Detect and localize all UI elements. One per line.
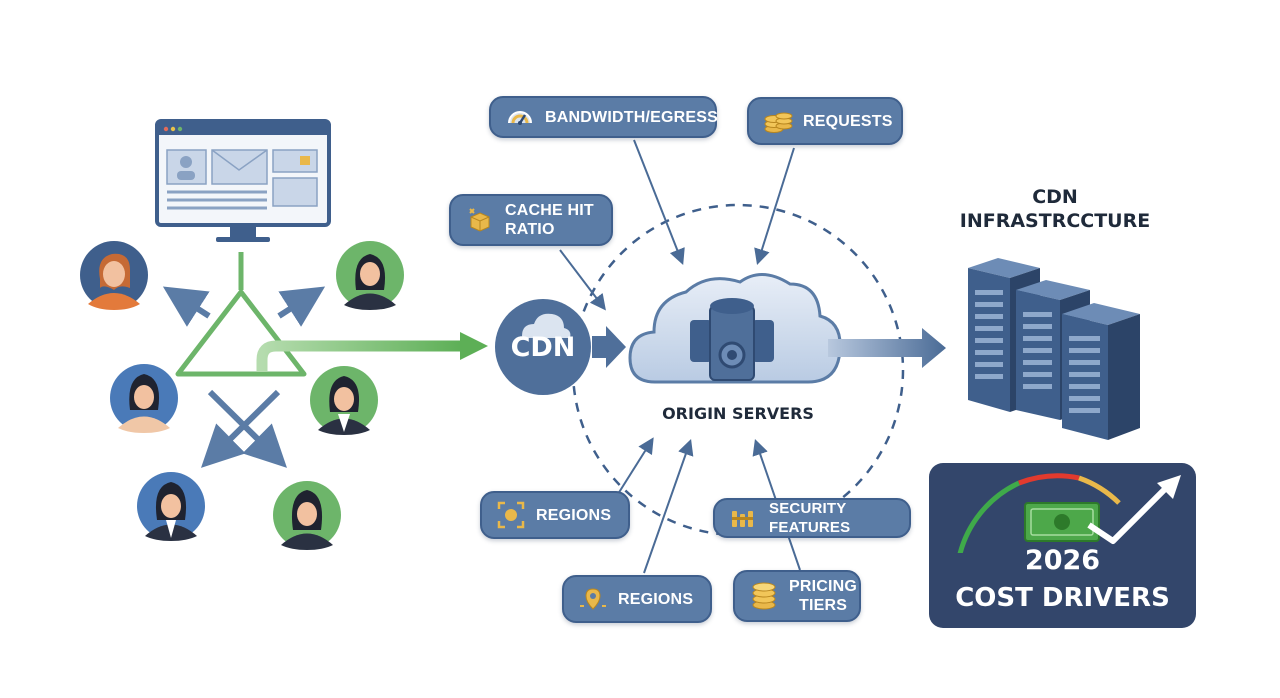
coin-stack-icon bbox=[752, 582, 776, 610]
cache-cube-icon bbox=[469, 208, 490, 232]
user-avatar-6 bbox=[273, 481, 341, 550]
user-routing-arrows bbox=[162, 286, 326, 468]
cost-drivers-year: 2026 bbox=[1024, 545, 1101, 576]
security-features-pill: SECURITY FEATURES bbox=[713, 498, 911, 538]
user-avatar-1 bbox=[80, 241, 148, 310]
routing-triangle-icon bbox=[175, 252, 307, 377]
cache-hit-ratio-line2: RATIO bbox=[505, 221, 555, 238]
cache-hit-ratio-line1: CACHE HIT bbox=[505, 202, 594, 219]
regions-label-2: REGIONS bbox=[618, 590, 694, 608]
requests-pill: REQUESTS bbox=[747, 97, 903, 145]
region-target-icon bbox=[497, 501, 525, 529]
pricing-tiers-line1: PRICING bbox=[789, 578, 858, 595]
bandwidth-egress-label: BANDWIDTH/EGRESS bbox=[545, 108, 718, 126]
origin-servers-label: ORIGIN SERVERS bbox=[662, 404, 814, 423]
requests-label: REQUESTS bbox=[803, 112, 893, 130]
bandwidth-egress-pill: BANDWIDTH/EGRESS bbox=[489, 96, 718, 138]
green-flow-arrow bbox=[256, 340, 462, 372]
user-avatar-5 bbox=[137, 472, 205, 541]
regions-pill-2: REGIONS bbox=[562, 575, 712, 623]
cost-drivers-card: 2026 COST DRIVERS bbox=[929, 463, 1196, 628]
cost-drivers-title: COST DRIVERS bbox=[955, 583, 1170, 613]
cash-trend-icon bbox=[957, 473, 1181, 553]
gauge-icon bbox=[508, 111, 532, 125]
origin-cloud-icon bbox=[628, 273, 842, 384]
pricing-tiers-line2: TIERS bbox=[798, 597, 848, 614]
origin-to-infra-arrow bbox=[828, 328, 946, 368]
user-avatar-3 bbox=[110, 364, 178, 433]
security-bars-icon bbox=[732, 511, 753, 527]
regions-label-1: REGIONS bbox=[536, 506, 612, 524]
cdn-to-origin-arrow bbox=[592, 326, 626, 368]
user-avatar-4 bbox=[310, 366, 378, 435]
region-pin-icon bbox=[580, 588, 606, 610]
regions-pill-1: REGIONS bbox=[480, 491, 630, 539]
cdn-node-label: CDN bbox=[510, 332, 576, 363]
monitor-icon bbox=[155, 119, 331, 242]
cache-hit-ratio-pill: CACHE HIT RATIO bbox=[449, 194, 613, 246]
infra-title-line2: INFRASTRCCTURE bbox=[959, 210, 1151, 232]
pricing-tiers-pill: PRICING TIERS bbox=[733, 570, 861, 622]
security-features-label: SECURITY FEATURES bbox=[769, 500, 851, 536]
server-rack-icon bbox=[968, 258, 1140, 440]
coin-stack-icon bbox=[764, 112, 793, 133]
cdn-node bbox=[495, 299, 591, 395]
user-avatar-2 bbox=[336, 241, 404, 310]
infra-title-line1: CDN bbox=[1032, 186, 1078, 208]
